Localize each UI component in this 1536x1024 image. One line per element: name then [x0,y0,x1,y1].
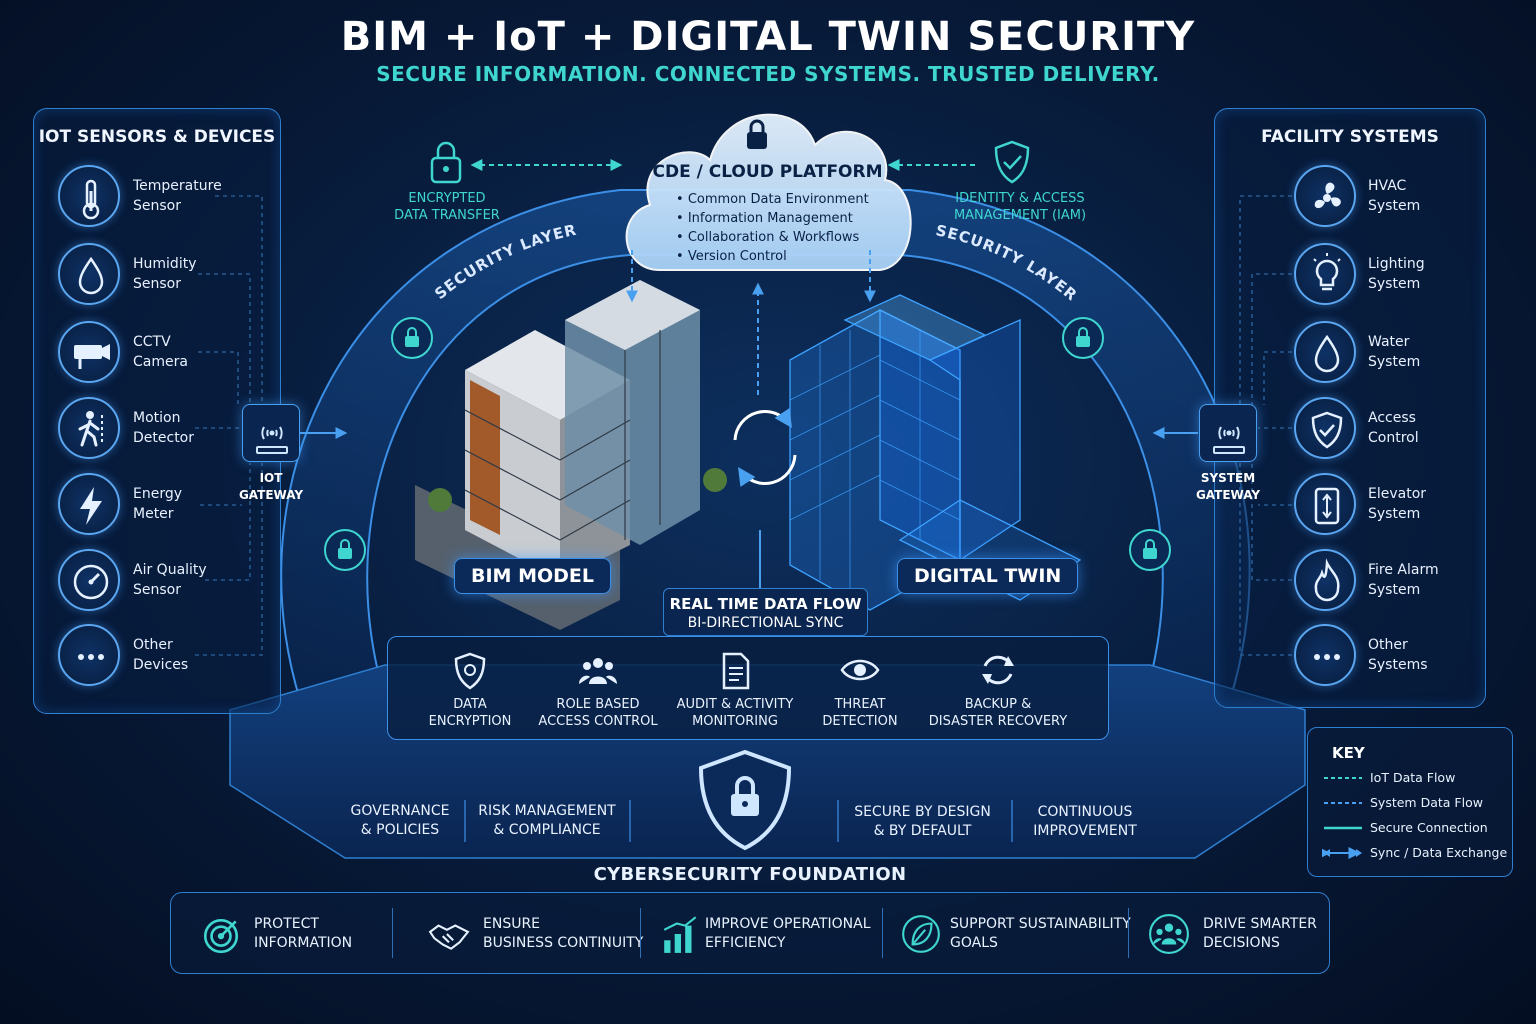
ring-locks [324,317,1171,571]
realtime-line-1: REAL TIME DATA FLOW [669,595,862,613]
facility-system-label: Access Control [1368,410,1419,446]
iot-device-label: Humidity Sensor [133,256,197,292]
cloud-feature-item: Collaboration & Workflows [676,228,876,247]
lightning-icon [58,473,120,535]
key-swatches [1322,777,1362,859]
digital-twin-label: DIGITAL TWIN [897,558,1079,594]
goal-label: DRIVE SMARTER DECISIONS [1203,916,1317,951]
foundation-title: CYBERSECURITY FOUNDATION [593,864,907,885]
goal-label: ENSURE BUSINESS CONTINUITY [483,916,644,951]
lock-icon [430,141,462,184]
key-item-iot-flow: IoT Data Flow [1370,770,1456,785]
facility-system-label: Water System [1368,334,1421,370]
goal-divider [882,908,883,958]
security-feature-label: THREAT DETECTION [822,697,898,729]
thermometer-icon [58,165,120,227]
facility-system-label: Fire Alarm System [1368,562,1439,598]
iam-label: IDENTITY & ACCESS MANAGEMENT (IAM) [953,191,1087,223]
legend-key: KEY IoT Data Flow System Data Flow Secur… [1307,727,1513,877]
realtime-line-2: BI-DIRECTIONAL SYNC [687,615,844,631]
fan-icon [1294,165,1356,227]
security-feature-label: DATA ENCRYPTION [428,697,512,729]
foundation-governance: GOVERNANCE & POLICIES [350,803,450,838]
facility-system-label: HVAC System [1368,178,1421,214]
foundation-shield-icon [698,749,792,851]
iot-panel-title: IOT SENSORS & DEVICES [38,127,276,147]
bar-chart-icon [660,913,702,959]
security-feature-label: AUDIT & ACTIVITY MONITORING [676,697,794,729]
goal-label: PROTECT INFORMATION [254,916,353,951]
iot-gateway[interactable] [242,404,300,462]
walking-person-icon [58,397,120,459]
more-icon [1294,624,1356,686]
team-icon [1148,913,1190,959]
more-icon [58,624,120,686]
facility-system-label: Elevator System [1368,486,1427,522]
cloud-platform-title: CDE / CLOUD PLATFORM [652,162,883,182]
users-icon [578,650,618,694]
page-title: BIM + IoT + DIGITAL TWIN SECURITY [340,14,1196,60]
droplet-icon [58,243,120,305]
flame-icon [1294,549,1356,611]
cloud-lock-icon [747,119,767,149]
iot-gateway-label: IOT GATEWAY [238,471,304,502]
iot-device-label: CCTV Camera [133,334,188,370]
page-subtitle: SECURE INFORMATION. CONNECTED SYSTEMS. T… [376,62,1160,86]
facility-system-label: Other Systems [1368,637,1428,673]
iot-device-label: Temperature Sensor [133,178,222,214]
iot-device-label: Motion Detector [133,410,195,446]
leaf-icon [900,913,942,959]
facility-panel-title: FACILITY SYSTEMS [1261,127,1439,147]
gauge-icon [58,549,120,611]
goal-label: SUPPORT SUSTAINABILITY GOALS [950,916,1131,951]
goal-divider [1128,908,1129,958]
cloud-feature-item: Information Management [676,209,876,228]
foundation-secure-by-design: SECURE BY DESIGN & BY DEFAULT [854,804,991,839]
facility-system-label: Lighting System [1368,256,1425,292]
realtime-data-flow-box: REAL TIME DATA FLOW BI-DIRECTIONAL SYNC [663,588,868,636]
iot-device-label: Other Devices [133,637,189,673]
shield-check-icon [994,140,1030,184]
eye-icon [840,650,880,694]
security-feature-label: BACKUP & DISASTER RECOVERY [928,697,1068,729]
system-gateway[interactable] [1199,404,1257,462]
cloud-feature-item: Version Control [676,247,876,266]
security-feature-label: ROLE BASED ACCESS CONTROL [538,697,658,729]
goal-divider [640,908,641,958]
shield-check-icon [1294,397,1356,459]
document-icon [715,650,755,694]
foundation-risk-management: RISK MANAGEMENT & COMPLIANCE [478,803,616,838]
key-item-sync: Sync / Data Exchange [1370,845,1508,860]
cloud-feature-item: Common Data Environment [676,190,876,209]
encrypted-data-transfer-label: ENCRYPTED DATA TRANSFER [394,191,500,223]
shield-icon [450,650,490,694]
lightbulb-icon [1294,243,1356,305]
digital-twin-illustration [789,294,1082,611]
droplet-icon [1294,321,1356,383]
wifi-router-icon [1213,426,1245,454]
key-item-system-flow: System Data Flow [1370,795,1483,810]
key-title: KEY [1332,744,1365,762]
target-icon [200,913,242,959]
key-item-secure-connection: Secure Connection [1370,820,1488,835]
elevator-icon [1294,473,1356,535]
iot-device-label: Energy Meter [133,486,183,522]
wifi-router-icon [256,426,288,454]
cloud-feature-list: Common Data Environment Information Mana… [676,190,876,266]
foundation-continuous-improvement: CONTINUOUS IMPROVEMENT [1033,804,1137,839]
handshake-icon [428,913,470,959]
iot-device-label: Air Quality Sensor [133,562,207,598]
goal-label: IMPROVE OPERATIONAL EFFICIENCY [705,916,871,951]
goals-bar [170,892,1330,974]
bim-model-label: BIM MODEL [454,558,611,594]
camera-icon [58,321,120,383]
sync-arrows [733,408,797,487]
goal-divider [392,908,393,958]
refresh-icon [978,650,1018,694]
system-gateway-label: SYSTEM GATEWAY [1195,471,1261,502]
